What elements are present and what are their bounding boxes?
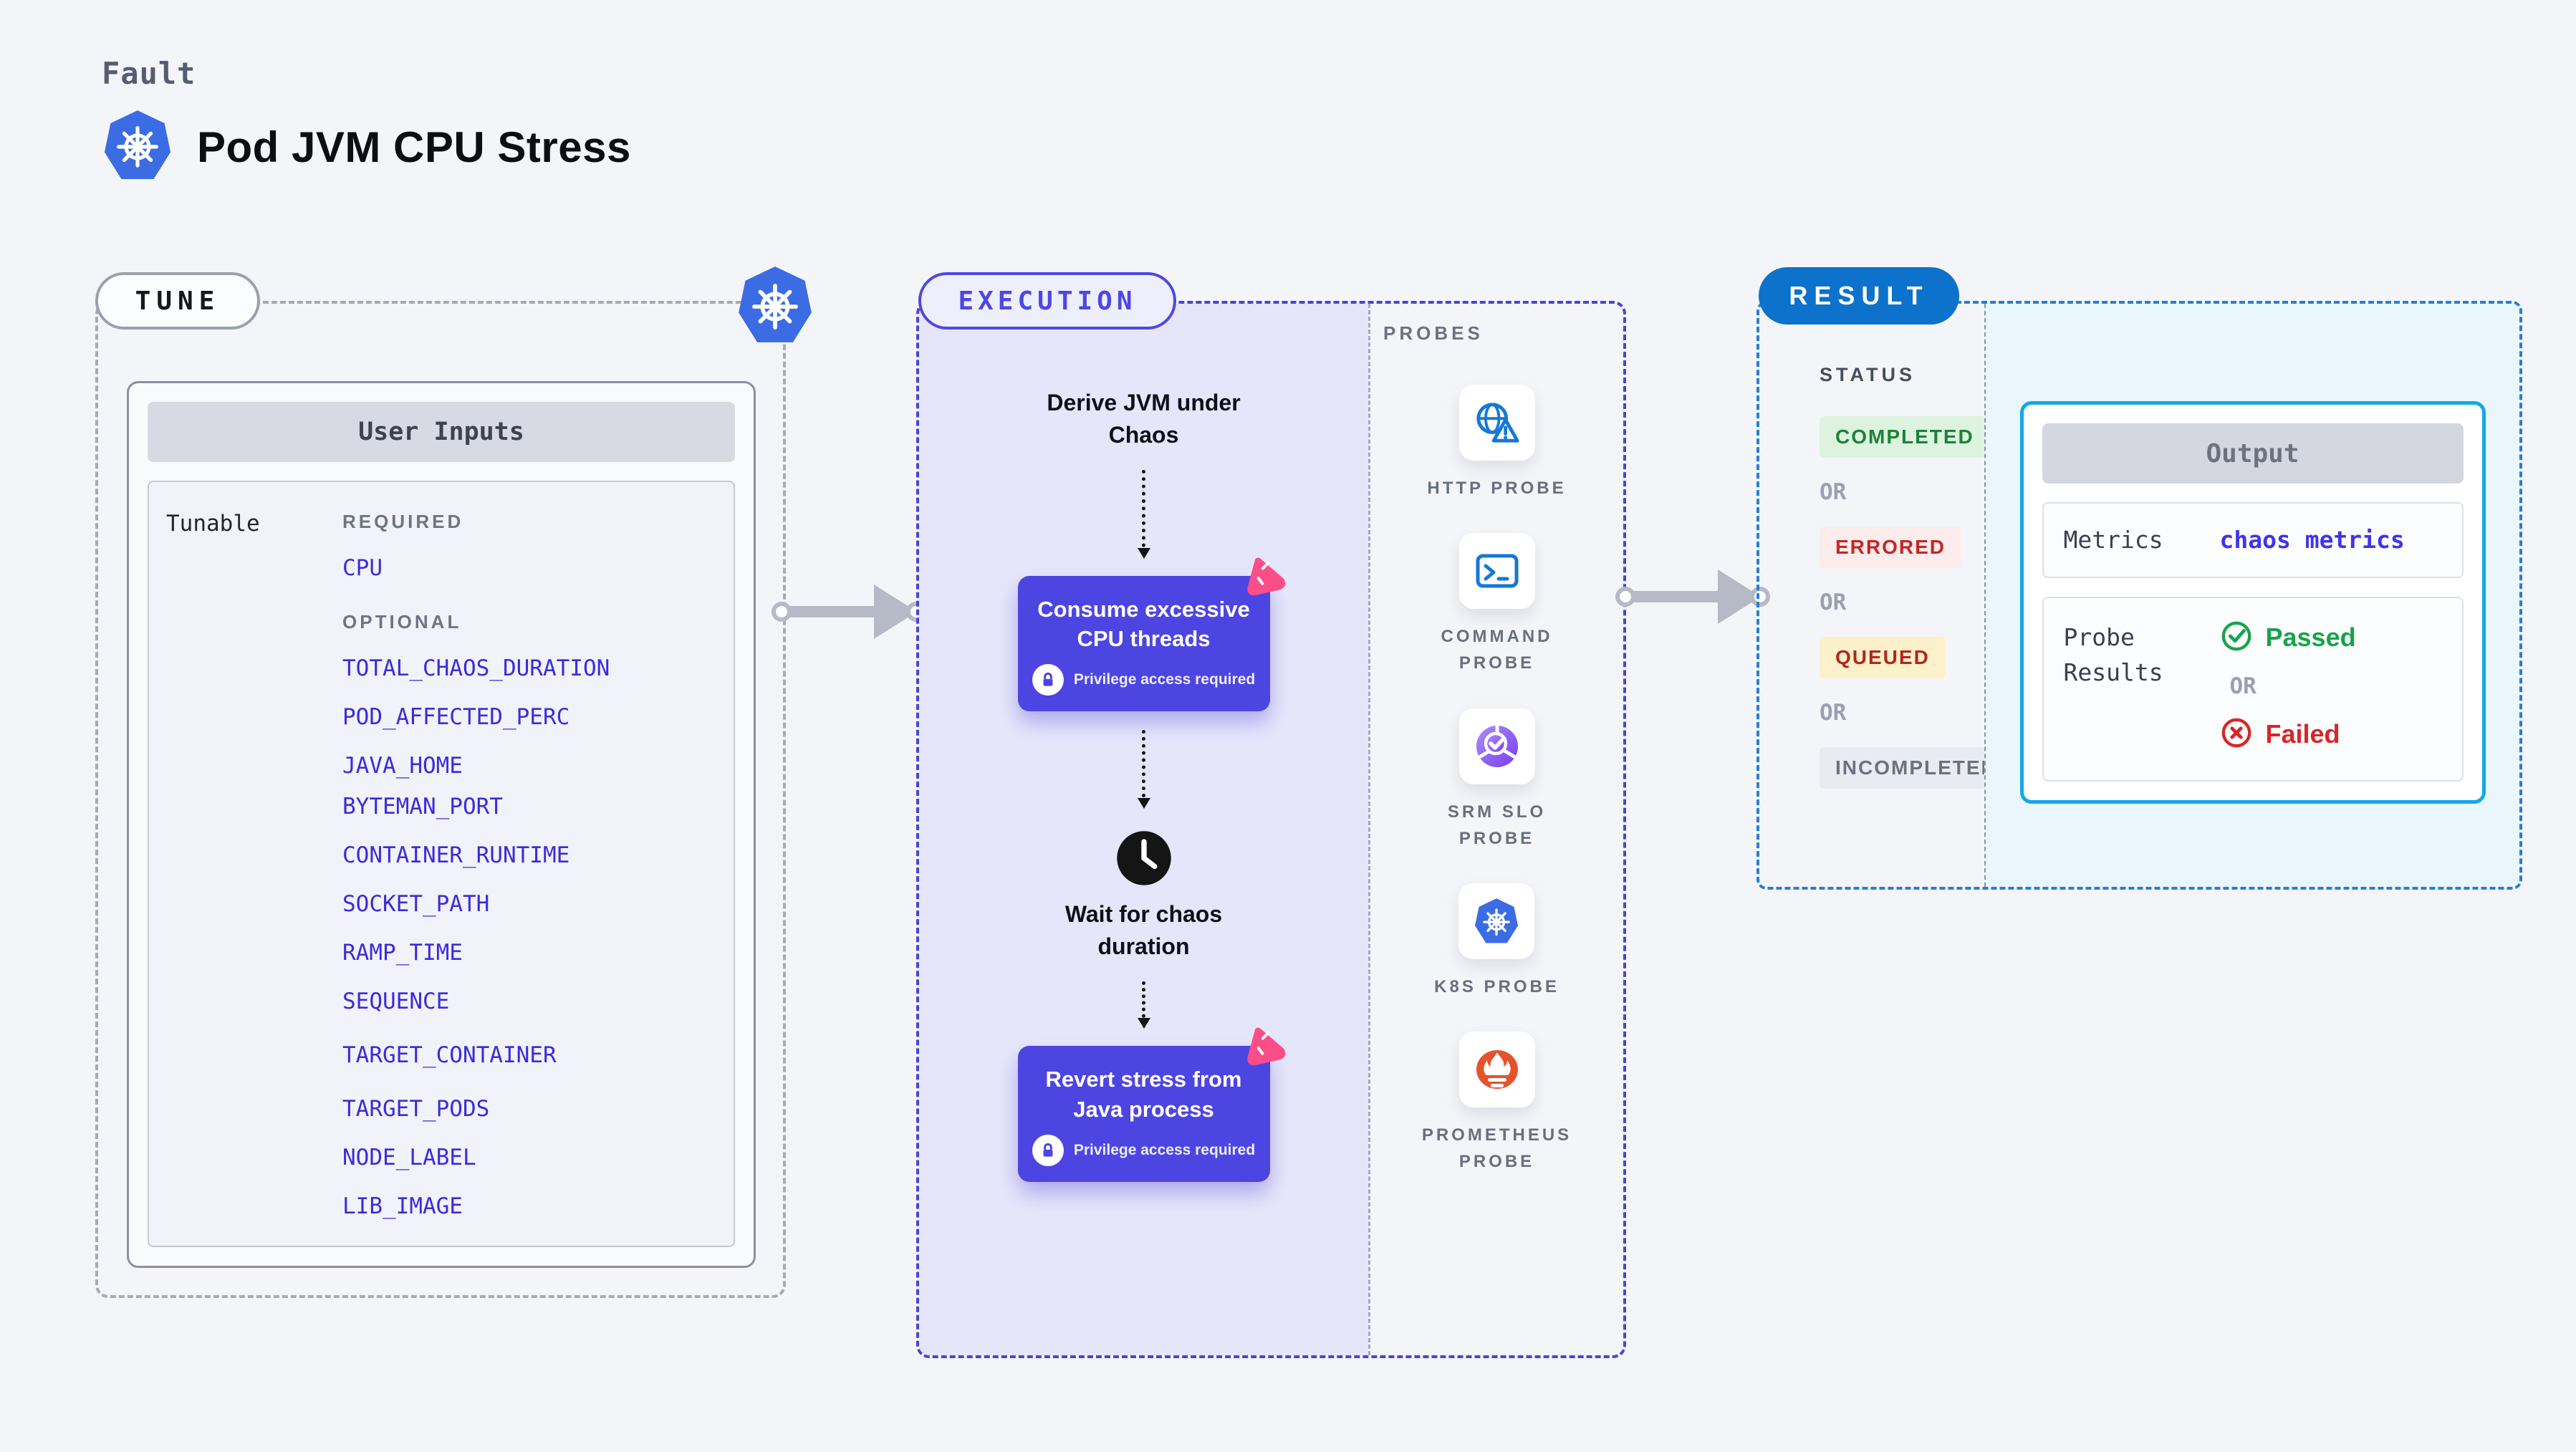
probe-label: HTTP PROBE [1427, 479, 1567, 498]
env-var-item[interactable]: POD_AFFECTED_PERC [342, 704, 570, 730]
consume-cpu-action: Consume excessive CPU threads Privilege … [1017, 557, 1285, 712]
env-var-item[interactable]: LIB_IMAGE [342, 1193, 463, 1219]
page-header: Pod JVM CPU Stress [104, 109, 631, 186]
required-label: REQUIRED [342, 511, 464, 532]
passed-check-icon [2220, 620, 2253, 656]
env-var-item[interactable]: NODE_LABEL [342, 1145, 476, 1170]
metrics-label: Metrics [2063, 526, 2163, 554]
probe-item: HTTP PROBE [1427, 385, 1566, 501]
tunable-label: Tunable [166, 511, 260, 537]
flow-arrow-icon [772, 585, 926, 639]
execution-flow: Derive JVM under Chaos Consume excessive… [919, 304, 1368, 1355]
arrow-down-icon [1138, 469, 1150, 559]
env-var-item[interactable]: TARGET_CONTAINER [342, 1042, 557, 1068]
probe-item: COMMAND PROBE [1408, 533, 1587, 676]
probes-panel: PROBES HTTP PROBE [1368, 304, 1623, 1355]
page-title: Pod JVM CPU Stress [197, 123, 631, 171]
result-pill: RESULT [1759, 267, 1959, 324]
optional-label: OPTIONAL [342, 611, 462, 633]
metrics-value-link[interactable]: chaos metrics [2219, 526, 2405, 554]
arrow-down-icon [1138, 981, 1150, 1029]
prometheus-probe-icon [1458, 1032, 1535, 1108]
probe-label: SRM SLO PROBE [1447, 802, 1547, 848]
probe-label: PROMETHEUS PROBE [1421, 1125, 1572, 1172]
env-var-item[interactable]: CPU [342, 555, 383, 581]
lock-icon [1032, 1134, 1064, 1166]
user-inputs-list: Tunable REQUIRED CPU OPTIONAL TOTAL_CHAO… [148, 481, 735, 1247]
env-var-item[interactable]: RAMP_TIME [342, 940, 463, 966]
http-probe-icon [1458, 385, 1535, 461]
command-probe-icon [1458, 533, 1535, 610]
env-var-item[interactable]: BYTEMAN_PORT [342, 794, 503, 819]
chaos-icon [1240, 553, 1286, 602]
probe-label: COMMAND PROBE [1441, 627, 1553, 673]
metrics-row: Metrics chaos metrics [2042, 502, 2464, 578]
status-title: STATUS [1820, 364, 1916, 385]
privilege-note: Privilege access required [1073, 671, 1256, 688]
probe-label: K8S PROBE [1434, 976, 1559, 996]
probe-item: K8S PROBE [1434, 883, 1559, 1000]
clock-icon [1115, 829, 1173, 891]
or-label: OR [1820, 479, 1847, 505]
execution-section-box: Derive JVM under Chaos Consume excessive… [916, 301, 1626, 1358]
env-var-item[interactable]: JAVA_HOME [342, 753, 463, 779]
status-panel: STATUS COMPLETED OR ERRORED OR QUEUED OR… [1759, 304, 2013, 887]
revert-stress-action: Revert stress from Java process Privileg… [1017, 1027, 1285, 1182]
passed-label: Passed [2265, 622, 2356, 652]
probe-results-label: Probe Results [2063, 622, 2163, 687]
flow-arrow-icon [1615, 569, 1770, 624]
chaos-icon [1240, 1023, 1286, 1072]
or-label: OR [1820, 590, 1847, 615]
tune-section-box [95, 301, 786, 1298]
failed-label: Failed [2265, 719, 2340, 749]
srm-slo-probe-icon [1458, 708, 1535, 784]
env-var-item[interactable]: SOCKET_PATH [342, 891, 490, 917]
derive-step: Derive JVM under Chaos [1047, 390, 1241, 448]
output-header: Output [2042, 423, 2464, 484]
arrow-down-icon [1138, 730, 1150, 809]
action-label: Consume excessive CPU threads [1037, 596, 1250, 652]
env-var-item[interactable]: SEQUENCE [342, 989, 450, 1014]
status-badge: ERRORED [1820, 527, 1962, 568]
status-badge: QUEUED [1820, 637, 1946, 678]
k8s-probe-icon [1458, 883, 1535, 959]
fault-kicker: Fault [102, 56, 196, 91]
env-var-item[interactable]: TARGET_PODS [342, 1096, 490, 1122]
or-label: OR [2229, 673, 2257, 699]
privilege-note: Privilege access required [1073, 1141, 1256, 1158]
env-var-item[interactable]: TOTAL_CHAOS_DURATION [342, 655, 610, 681]
status-badge: COMPLETED [1820, 416, 1990, 458]
probes-title: PROBES [1383, 322, 1484, 344]
output-panel: Output Metrics chaos metrics Probe Resul… [1984, 304, 2519, 887]
or-label: OR [1820, 700, 1847, 726]
env-var-item[interactable]: CONTAINER_RUNTIME [342, 842, 570, 868]
result-section-box: STATUS COMPLETED OR ERRORED OR QUEUED OR… [1756, 301, 2522, 890]
execution-pill: EXECUTION [918, 272, 1176, 330]
kubernetes-icon [104, 109, 171, 186]
failed-x-icon [2220, 716, 2253, 753]
lock-icon [1032, 664, 1064, 696]
probe-item: PROMETHEUS PROBE [1408, 1032, 1587, 1175]
tune-pill: TUNE [95, 272, 260, 330]
user-inputs-header: User Inputs [148, 402, 735, 462]
wait-step: Wait for chaos duration [1064, 901, 1223, 960]
probe-results-row: Probe Results Passed OR [2042, 596, 2464, 782]
output-card: Output Metrics chaos metrics Probe Resul… [2019, 401, 2486, 804]
kubernetes-icon [738, 265, 812, 349]
user-inputs-card: User Inputs Tunable REQUIRED CPU OPTIONA… [127, 381, 756, 1268]
action-label: Revert stress from Java process [1045, 1066, 1242, 1122]
probe-item: SRM SLO PROBE [1408, 708, 1587, 852]
status-badge: INCOMPLETED [1820, 747, 2013, 789]
